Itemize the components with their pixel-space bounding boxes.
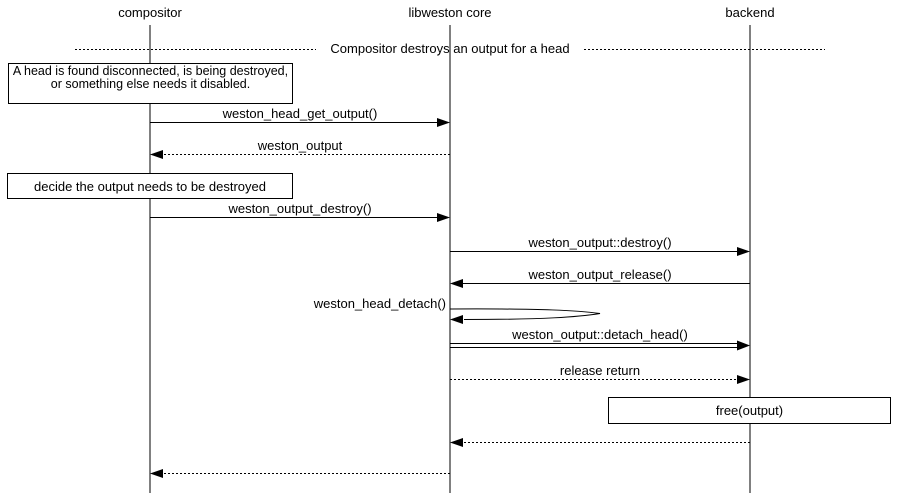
actor-label-libweston-core: libweston core xyxy=(408,5,492,20)
arrowhead-right-icon xyxy=(737,247,750,256)
message-label-weston-head-detach: weston_head_detach() xyxy=(313,296,446,311)
message-label-release-return: release return xyxy=(559,363,641,378)
message-label-weston-output-detach-head: weston_output::detach_head() xyxy=(512,327,688,342)
arrowhead-right-icon xyxy=(737,340,750,351)
message-label-weston-head-get-output: weston_head_get_output() xyxy=(222,106,378,121)
message-label-weston-output-destroy: weston_output_destroy() xyxy=(228,201,372,216)
arrowhead-left-icon xyxy=(450,279,463,288)
arrowhead-right-icon xyxy=(737,375,750,384)
arrowhead-left-icon xyxy=(150,150,163,159)
arrowhead-left-icon xyxy=(450,438,463,447)
arrowhead-left-icon xyxy=(450,315,463,324)
note-head-disconnected: A head is found disconnected, is being d… xyxy=(8,63,293,104)
arrowhead-left-icon xyxy=(150,469,163,478)
actor-label-backend: backend xyxy=(725,5,775,20)
message-label-weston-output: weston_output xyxy=(257,138,343,153)
note-free-output: free(output) xyxy=(608,397,891,424)
arrowhead-right-icon xyxy=(437,213,450,222)
message-label-weston-output-method-destroy: weston_output::destroy() xyxy=(528,235,672,250)
message-label-weston-output-release: weston_output_release() xyxy=(528,267,672,282)
arrowhead-right-icon xyxy=(437,118,450,127)
actor-label-compositor: compositor xyxy=(118,5,182,20)
arrow-weston-head-detach-selfloop xyxy=(449,308,601,320)
divider-label: Compositor destroys an output for a head xyxy=(330,41,570,56)
note-decide-destroy: decide the output needs to be destroyed xyxy=(7,173,293,199)
